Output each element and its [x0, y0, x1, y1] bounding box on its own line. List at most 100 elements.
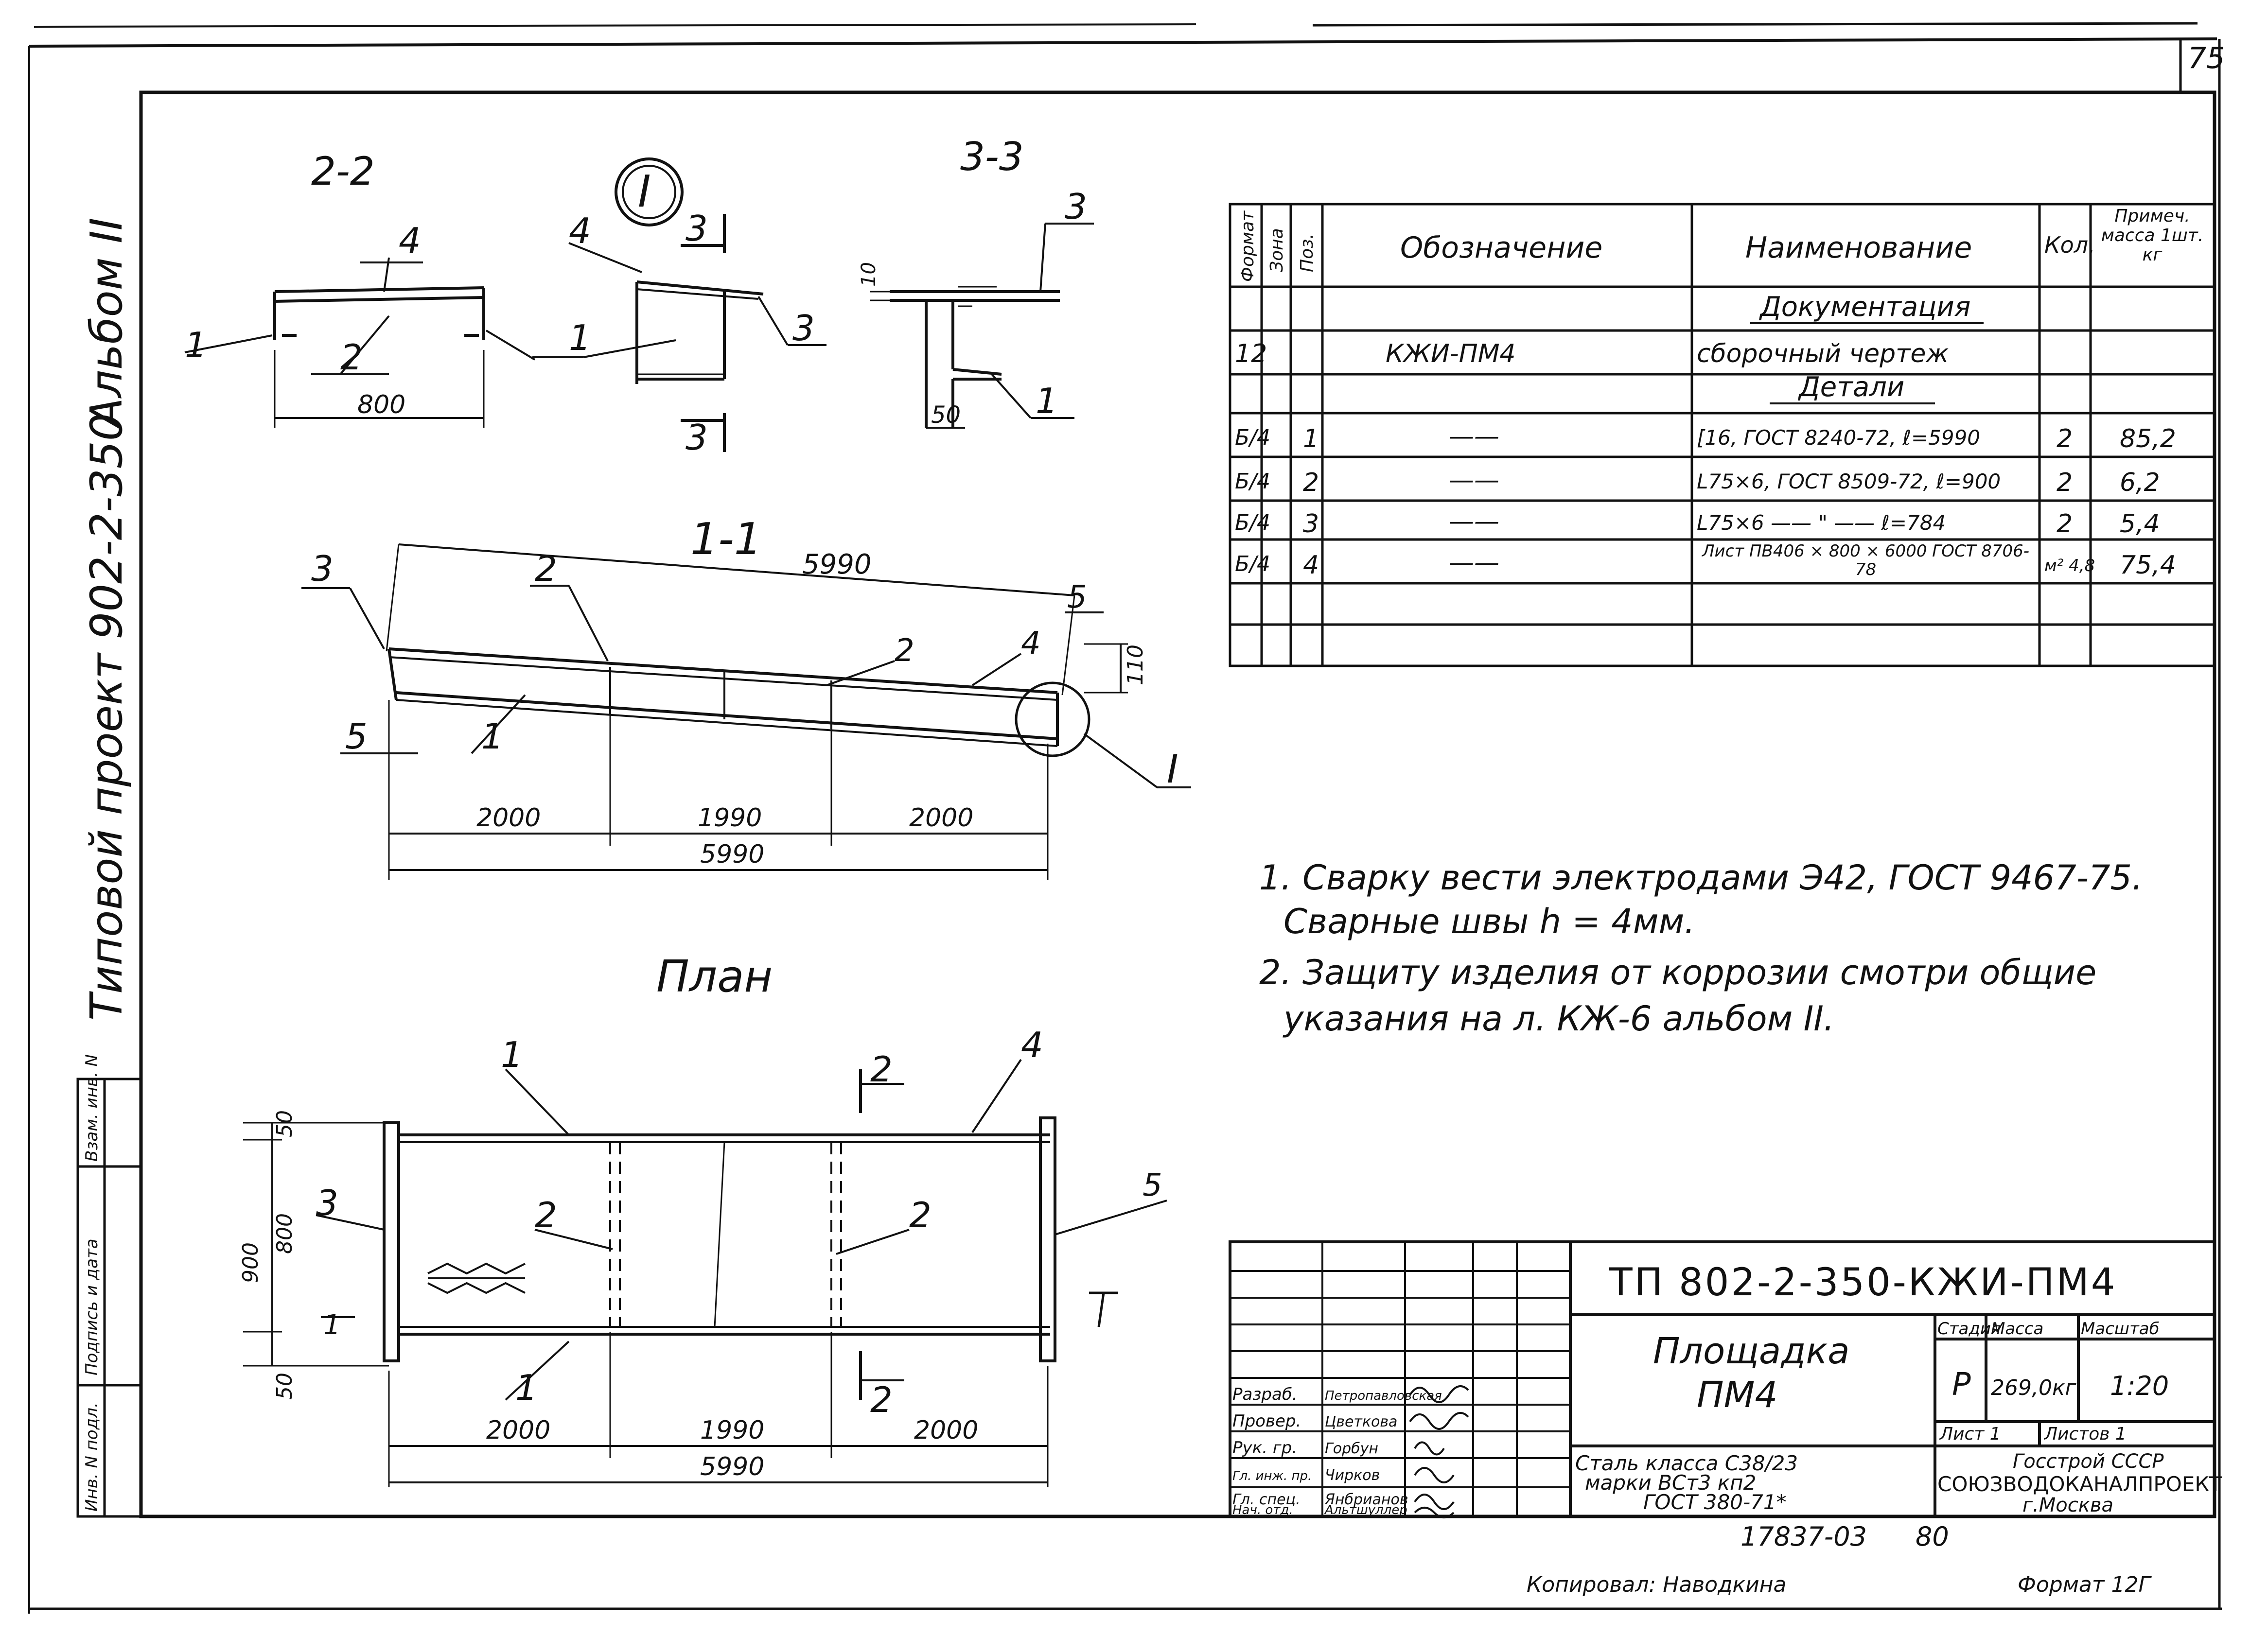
spec-row1-pos: 1	[1303, 424, 1319, 453]
spec-row3-qty: 2	[2057, 509, 2073, 539]
s11-dim-110: 110	[1123, 644, 1148, 685]
plan-label-3: 3	[316, 1183, 338, 1223]
spec-row3-pos: 3	[1303, 509, 1319, 539]
spec-table	[1229, 203, 2216, 667]
section-1-1-title: 1-1	[690, 514, 762, 565]
title-head-scale: Масштаб	[2081, 1319, 2160, 1339]
node-I-callout: I	[638, 166, 651, 217]
left-margin: Альбом II Типовой проект 902-2-350 Инв. …	[76, 218, 142, 1518]
spec-row2-note: 6,2	[2120, 468, 2160, 497]
s11-label-2b: 2	[895, 633, 914, 669]
s33-label-3: 3	[1065, 186, 1087, 227]
s11-label-3: 3	[311, 548, 334, 589]
note-line-4: указания на л. КЖ-6 альбом II.	[1283, 999, 1834, 1039]
spec-section-parts: Детали	[1797, 371, 1904, 403]
spec-row1-name: [16, ГОСТ 8240-72, ℓ=5990	[1697, 426, 1980, 450]
plan-label-1-top: 1	[501, 1034, 523, 1075]
notes: 1. Сварку вести электродами Э42, ГОСТ 94…	[1259, 858, 2143, 1039]
s22-dim-800: 800	[357, 390, 405, 419]
plan-label-5: 5	[1143, 1167, 1162, 1203]
plan-label-2a: 2	[535, 1195, 557, 1236]
spec-row0-designation: КЖИ-ПМ4	[1386, 339, 1516, 368]
title-org-3: г.Москва	[2022, 1494, 2113, 1516]
title-code: ТП 802-2-350-КЖИ-ПМ4	[1609, 1261, 2117, 1305]
node-I	[532, 157, 826, 452]
spec-header-zone: Зона	[1267, 228, 1287, 272]
role-4: Гл. спец.	[1232, 1491, 1300, 1508]
spec-header-format: Формат	[1238, 210, 1258, 282]
spec-row2-designation: ——	[1449, 466, 1499, 495]
spec-row1-format: Б/4	[1235, 425, 1270, 450]
spec-row3-format: Б/4	[1235, 510, 1270, 535]
s22-label-1: 1	[185, 325, 207, 365]
s11-dim-5990-top: 5990	[802, 549, 872, 580]
spec-row3-note: 5,4	[2120, 509, 2160, 539]
section-1-1: 1-1	[301, 514, 1191, 880]
project-label: Типовой проект 902-2-350	[81, 413, 132, 1021]
note-line-3: 2. Защиту изделия от коррозии смотри общ…	[1259, 953, 2096, 992]
spec-header-name: Наименование	[1745, 231, 1972, 265]
plan-dim-2000b: 2000	[914, 1416, 978, 1445]
plan-dim-5990: 5990	[700, 1452, 764, 1481]
role-3-name: Чирков	[1325, 1467, 1380, 1484]
stamp-inv-podl: Инв. N подл.	[82, 1402, 102, 1512]
nodeI-label-3: 3	[792, 308, 815, 348]
role-5: Нач. отд.	[1232, 1503, 1293, 1517]
s33-label-1: 1	[1036, 381, 1058, 421]
s33-dim-50: 50	[931, 401, 961, 429]
title-name-1: Площадка	[1653, 1330, 1849, 1372]
role-1-name: Цветкова	[1325, 1413, 1397, 1430]
spec-header-note: Примеч. масса 1шт. кг	[2101, 207, 2204, 265]
spec-row1-note: 85,2	[2120, 424, 2176, 453]
title-head-mass: Масса	[1991, 1319, 2043, 1339]
title-org-1: Госстрой СССР	[2013, 1450, 2164, 1473]
title-material-3: ГОСТ 380-71*	[1643, 1490, 1787, 1514]
title-name-2: ПМ4	[1697, 1374, 1778, 1416]
title-sheets: Листов 1	[2043, 1424, 2127, 1444]
spec-row2-pos: 2	[1303, 468, 1319, 497]
nodeI-cut-3-top: 3	[686, 208, 708, 249]
archive-suffix: 80	[1916, 1521, 1949, 1552]
nodeI-label-4: 4	[569, 210, 591, 251]
spec-row1-designation: ——	[1449, 422, 1499, 451]
spec-row4-format: Б/4	[1235, 552, 1270, 576]
section-2-2: 2-2	[184, 149, 536, 428]
nodeI-cut-3-bottom: 3	[686, 417, 708, 458]
plan-label-1-bottom: 1	[515, 1367, 538, 1408]
plan-dim-50-top: 50	[272, 1110, 297, 1137]
plan-cut-2-bottom: 2	[870, 1379, 893, 1420]
spec-row1-qty: 2	[2057, 424, 2073, 453]
s11-label-5a: 5	[1067, 579, 1087, 615]
title-mass: 269,0кг	[1991, 1375, 2077, 1400]
plan-title: План	[656, 951, 773, 1002]
plan-view	[243, 1059, 1167, 1487]
signatures	[1409, 1385, 1469, 1518]
s11-callout-I: I	[1167, 747, 1178, 792]
spec-row4-pos: 4	[1303, 551, 1319, 580]
spec-row4-designation: ——	[1449, 548, 1499, 577]
s11-label-5b: 5	[345, 716, 368, 757]
spec-row2-format: Б/4	[1235, 469, 1270, 494]
page-number: 75	[2188, 41, 2225, 75]
title-stage: Р	[1952, 1367, 1971, 1403]
s11-dim-2000b: 2000	[909, 803, 973, 833]
s33-dim-10: 10	[858, 262, 880, 287]
archive-number: 17837-03	[1741, 1521, 1867, 1552]
format-label: Формат 12Г	[2018, 1572, 2152, 1597]
section-3-3-title: 3-3	[960, 134, 1024, 179]
title-material-2: марки ВСт3 кп2	[1585, 1471, 1756, 1495]
title-org-2: СОЮЗВОДОКАНАЛПРОЕКТ	[1937, 1472, 2222, 1496]
section-3-3: 3-3	[870, 134, 1094, 429]
plan-dim-2000a: 2000	[486, 1416, 550, 1445]
s22-label-2: 2	[340, 337, 363, 378]
stamp-podpis: Подпись и дата	[82, 1238, 102, 1375]
s22-label-4: 4	[399, 220, 421, 261]
plan-label-1-left: 1	[323, 1309, 341, 1341]
spec-row3-designation: ——	[1449, 507, 1499, 536]
s11-label-4: 4	[1021, 626, 1041, 661]
role-2-name: Горбун	[1325, 1440, 1378, 1457]
sheet-frame	[28, 22, 2222, 1614]
s11-dim-5990-bottom: 5990	[700, 840, 764, 869]
role-5-name: Альтшуллер	[1324, 1503, 1407, 1517]
